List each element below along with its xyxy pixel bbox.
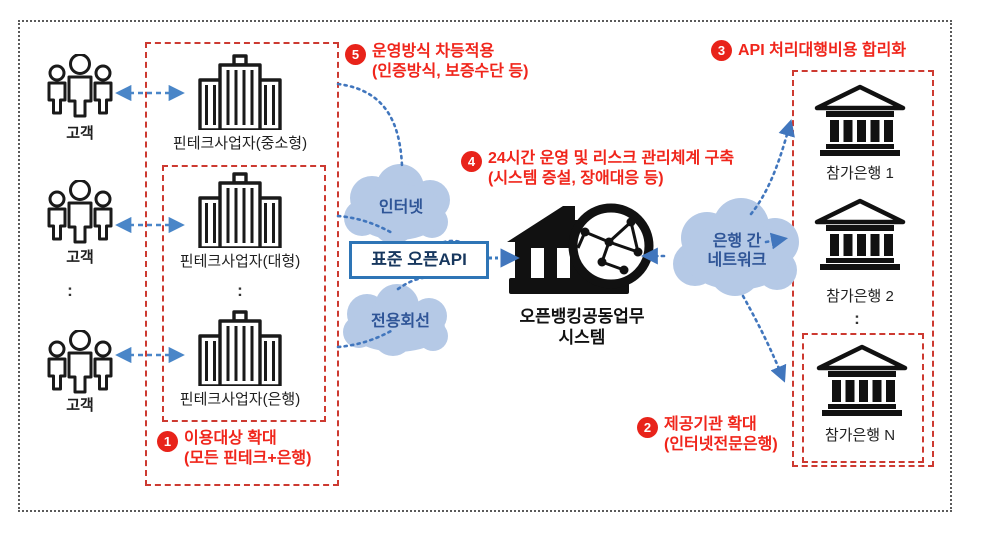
annotation-4-line2: (시스템 증설, 장애대응 등)	[488, 170, 664, 187]
bank-label: 참가은행 2	[826, 288, 894, 305]
annotation-4-badge: 4	[461, 151, 482, 172]
interbank-cloud-label-line2: 네트워크	[707, 252, 767, 269]
diagram-border	[18, 20, 952, 512]
dedicated-line-cloud-label: 전용회선	[371, 313, 430, 330]
interbank-cloud-label: 은행 간 네트워크	[663, 232, 811, 270]
annotation-1-badge: 1	[157, 431, 178, 452]
interbank-cloud-label-line1: 은행 간	[712, 233, 762, 250]
annotation-4: 24시간 운영 및 리스크 관리체계 구축 (시스템 증설, 장애대응 등)	[488, 149, 734, 189]
fintech-building-icon	[198, 310, 282, 386]
system-label-line1: 오픈뱅킹공동업무	[519, 307, 645, 326]
system-label-line2: 시스템	[558, 328, 606, 347]
customers-ellipsis: :	[67, 281, 73, 300]
banks-inner-box	[802, 333, 924, 463]
annotation-5-line2: (인증방식, 보증수단 등)	[372, 63, 529, 80]
annotation-5: 운영방식 차등적용 (인증방식, 보증수단 등)	[372, 42, 528, 82]
standard-open-api-box: 표준 오픈API	[349, 241, 489, 279]
fintech-outer-box	[145, 42, 339, 486]
annotation-4-line1: 24시간 운영 및 리스크 관리체계 구축	[488, 150, 735, 167]
fintech-label: 핀테크사업자(대형)	[179, 253, 301, 270]
annotation-1: 이용대상 확대 (모든 핀테크+은행)	[184, 429, 312, 469]
customer-label: 고객	[66, 249, 94, 266]
annotation-5-badge: 5	[345, 44, 366, 65]
open-banking-system-icon	[507, 203, 654, 294]
people-group-icon	[47, 54, 113, 118]
people-group-icon	[47, 330, 113, 394]
customer-label: 고객	[66, 397, 94, 414]
bank-building-icon	[814, 84, 906, 156]
bank-building-icon	[814, 198, 906, 270]
annotation-5-line1: 운영방식 차등적용	[372, 43, 495, 60]
bank-label: 참가은행 1	[826, 165, 894, 182]
fintech-label: 핀테크사업자(은행)	[179, 391, 301, 408]
customer-label: 고객	[66, 125, 94, 142]
annotation-2-badge: 2	[637, 417, 658, 438]
system-label: 오픈뱅킹공동업무 시스템	[492, 306, 672, 348]
annotation-2: 제공기관 확대 (인터넷전문은행)	[664, 415, 778, 455]
annotation-2-line1: 제공기관 확대	[664, 416, 757, 433]
annotation-3-line1: API 처리대행비용 합리화	[738, 42, 907, 59]
fintech-building-icon	[198, 172, 282, 248]
fintech-label: 핀테크사업자(중소형)	[172, 135, 308, 152]
internet-cloud-label: 인터넷	[378, 199, 424, 216]
bank-label: 참가은행 N	[824, 427, 896, 444]
fintech-building-icon	[198, 54, 282, 130]
banks-ellipsis: :	[854, 309, 860, 328]
annotation-2-line2: (인터넷전문은행)	[664, 436, 778, 453]
bank-building-icon	[816, 344, 908, 416]
people-group-icon	[47, 180, 113, 244]
fintech-inner-box	[162, 165, 326, 422]
annotation-1-line2: (모든 핀테크+은행)	[184, 450, 312, 467]
annotation-1-line1: 이용대상 확대	[184, 430, 277, 447]
fintech-ellipsis: :	[237, 281, 243, 300]
annotation-3-badge: 3	[711, 40, 732, 61]
